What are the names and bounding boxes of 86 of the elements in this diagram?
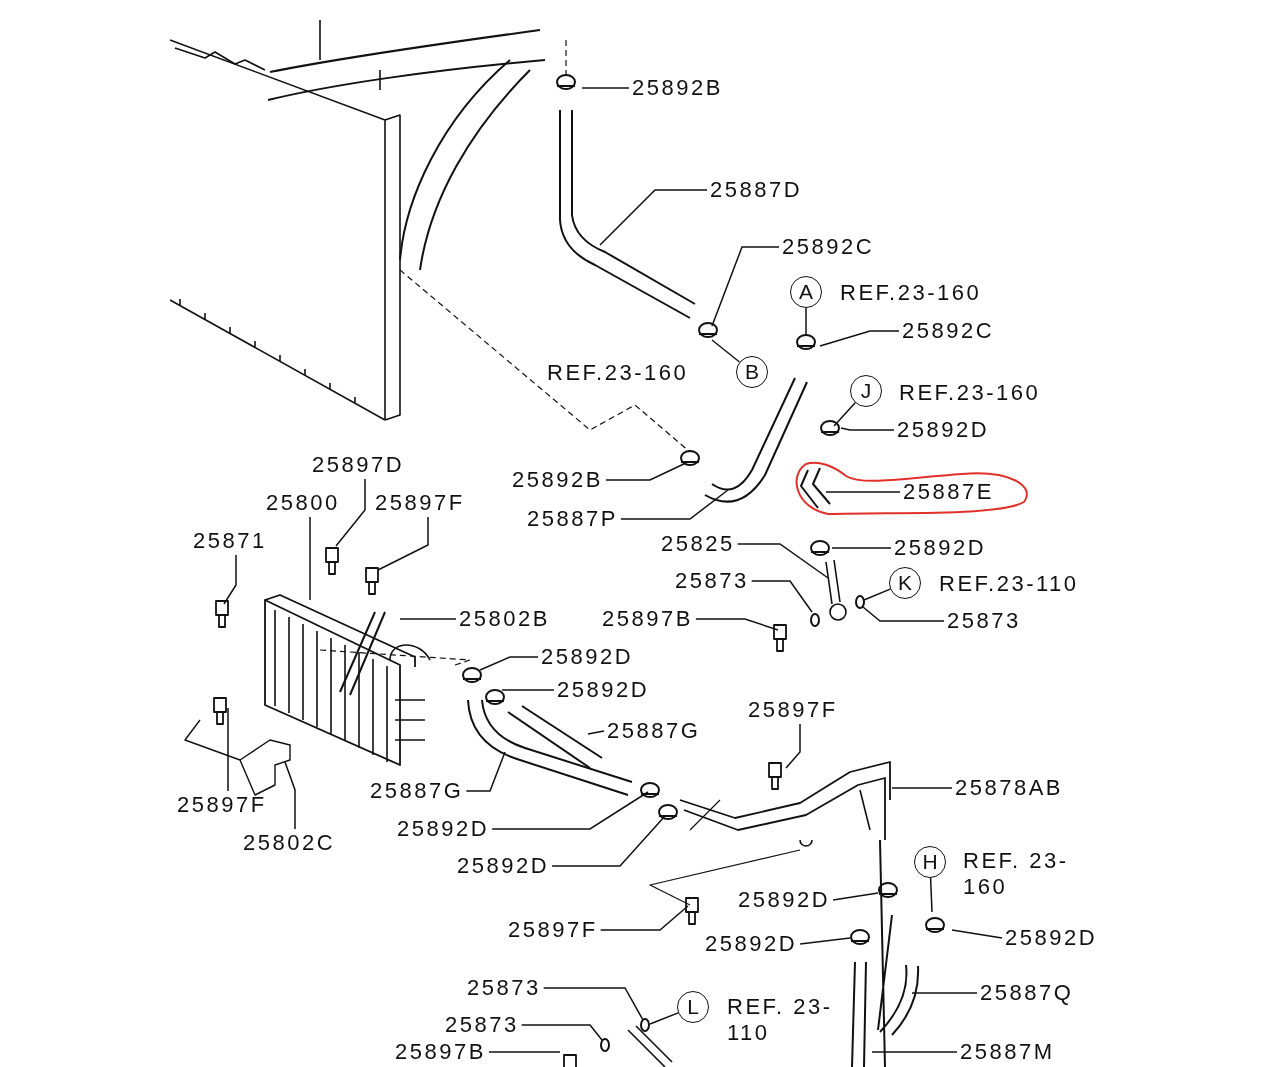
leader-line: [542, 987, 644, 1021]
part-number: 25892B: [512, 468, 603, 492]
leader-line: [227, 707, 229, 792]
leader-line: [785, 723, 801, 769]
leader-line: [551, 815, 666, 867]
part-number: 25873: [947, 609, 1021, 633]
leader-line: [649, 1012, 679, 1025]
part-number: 25892D: [541, 645, 634, 669]
reference-note: REF.23-160: [547, 360, 690, 386]
part-number: 25892D: [1005, 926, 1098, 950]
leader-line: [871, 1051, 958, 1053]
part-number: 25873: [467, 976, 541, 1000]
leader-line: [520, 1024, 603, 1041]
part-number: 25873: [675, 569, 749, 593]
leader-line: [620, 489, 729, 520]
part-number: 25887M: [960, 1040, 1055, 1064]
part-number: 25887G: [370, 779, 464, 803]
leader-line: [465, 751, 506, 792]
leader-line: [840, 427, 895, 431]
part-number: 25892D: [738, 888, 831, 912]
part-number: 25892D: [557, 678, 650, 702]
leader-line: [819, 330, 900, 347]
part-number: 25897F: [177, 793, 267, 817]
leader-line: [951, 929, 1003, 939]
reference-note: REF. 23-110: [727, 994, 834, 1046]
leader-line: [335, 478, 366, 547]
leader-line: [929, 877, 933, 913]
leader-line: [377, 516, 429, 571]
leader-line: [479, 656, 539, 671]
part-number: 25897B: [602, 607, 693, 631]
leader-line: [832, 892, 879, 901]
leader-line: [825, 491, 901, 493]
part-number: 25887G: [607, 719, 701, 743]
part-number: 25878AB: [955, 776, 1064, 800]
leader-line: [711, 246, 780, 327]
leader-line: [488, 1051, 561, 1053]
leader-line: [831, 547, 892, 549]
leader-line: [695, 618, 779, 631]
part-number: 25897F: [375, 491, 465, 515]
part-number: 25873: [445, 1013, 519, 1037]
reference-note: REF. 23-160: [963, 848, 1070, 900]
part-number: 25800: [266, 491, 340, 515]
part-number: 25897B: [395, 1040, 486, 1064]
reference-note: REF.23-160: [899, 380, 1042, 406]
leader-line: [599, 905, 689, 931]
part-number: 25887E: [903, 480, 994, 504]
part-number: 25802B: [459, 607, 550, 631]
leader-line: [750, 580, 813, 613]
leader-line: [736, 543, 829, 579]
part-number: 25887P: [527, 507, 618, 531]
leader-line: [891, 787, 953, 789]
leader-line: [711, 339, 741, 363]
leader-line: [501, 689, 555, 691]
leader-line: [862, 606, 945, 622]
leader-line: [581, 87, 630, 89]
leader-line: [599, 189, 708, 246]
leader-line: [491, 791, 649, 830]
part-number: 25887Q: [980, 981, 1074, 1005]
part-number: 25871: [193, 529, 267, 553]
reference-note: REF.23-110: [939, 571, 1080, 597]
part-number: 25802C: [243, 831, 336, 855]
leader-line: [399, 618, 457, 620]
part-number: 25892D: [397, 817, 490, 841]
part-number: 25892D: [705, 932, 798, 956]
leader-line: [911, 992, 978, 994]
part-number: 25892D: [897, 418, 990, 442]
part-number: 25897D: [312, 453, 405, 477]
leader-line: [605, 461, 689, 481]
leader-line: [223, 554, 237, 605]
part-number: 25892C: [782, 235, 875, 259]
leader-line: [309, 516, 311, 601]
reference-note: REF.23-160: [840, 280, 983, 306]
leader-line: [805, 307, 807, 337]
part-number: 25892C: [902, 319, 995, 343]
part-number: 25892D: [457, 854, 550, 878]
part-number: 25897F: [508, 918, 598, 942]
part-number: 25887D: [710, 178, 803, 202]
part-number: 25892D: [894, 536, 987, 560]
leader-line: [833, 402, 856, 427]
part-number: 25892B: [632, 76, 723, 100]
leader-line: [284, 761, 296, 830]
part-number: 25897F: [748, 698, 838, 722]
part-number: 25825: [661, 532, 735, 556]
leader-line: [799, 937, 851, 945]
leader-line: [863, 588, 891, 601]
leader-line: [587, 730, 605, 735]
